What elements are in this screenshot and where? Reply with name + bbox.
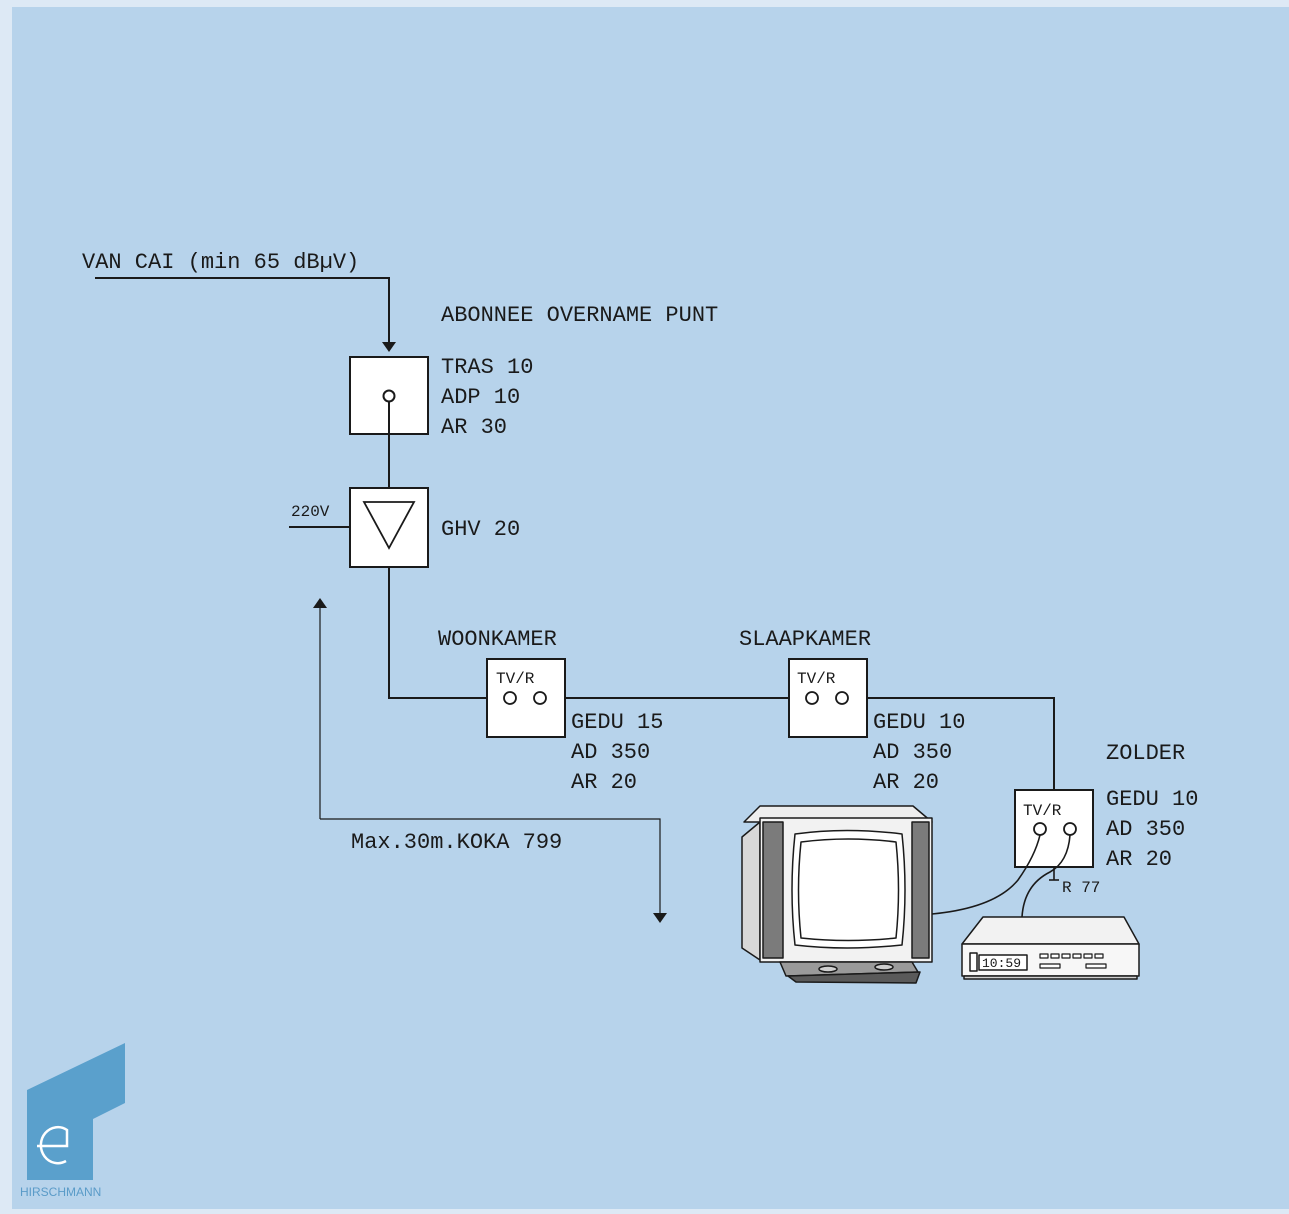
outlet-1-spec-3: AR 20 xyxy=(571,770,637,795)
supply-label: 220V xyxy=(291,503,330,521)
diagram-background xyxy=(12,7,1289,1209)
television-icon xyxy=(741,805,933,984)
outlet-2-room: SLAAPKAMER xyxy=(739,627,871,652)
handover-title: ABONNEE OVERNAME PUNT xyxy=(441,303,718,328)
outlet-3-spec-2: AD 350 xyxy=(1106,817,1185,842)
outlet-1-box xyxy=(486,658,566,738)
outlet-1-room: WOONKAMER xyxy=(438,627,557,652)
outlet-1-spec-2: AD 350 xyxy=(571,740,650,765)
outlet-2-badge: TV/R xyxy=(797,670,836,688)
source-label: VAN CAI (min 65 dBµV) xyxy=(82,250,359,275)
outlet-1-spec-1: GEDU 15 xyxy=(571,710,663,735)
handover-spec-1: TRAS 10 xyxy=(441,355,533,380)
outlet-3-spec-3: AR 20 xyxy=(1106,847,1172,872)
outlet-2-spec-1: GEDU 10 xyxy=(873,710,965,735)
tv-socket-icon xyxy=(805,691,819,705)
vcr-icon xyxy=(961,916,1140,980)
outlet-1-badge: TV/R xyxy=(496,670,535,688)
outlet-2-spec-3: AR 20 xyxy=(873,770,939,795)
cable-length-dimension xyxy=(313,598,667,923)
logo-brand-text: HIRSCHMANN xyxy=(20,1185,101,1199)
outlet-3-box xyxy=(1014,789,1094,868)
amplifier-box xyxy=(349,487,429,568)
radio-socket-icon xyxy=(533,691,547,705)
amplifier-triangle-icon xyxy=(362,501,416,550)
outlet-2-box xyxy=(788,658,868,738)
handover-spec-3: AR 30 xyxy=(441,415,507,440)
outlet-3-spec-1: GEDU 10 xyxy=(1106,787,1198,812)
handover-spec-2: ADP 10 xyxy=(441,385,520,410)
vcr-clock-display: 10:59 xyxy=(982,956,1021,971)
radio-socket-icon xyxy=(835,691,849,705)
feed-line xyxy=(95,277,396,352)
cable-length-label: Max.30m.KOKA 799 xyxy=(351,830,562,855)
tv-socket-icon xyxy=(503,691,517,705)
outlet-3-badge: TV/R xyxy=(1023,802,1062,820)
amplifier-label: GHV 20 xyxy=(441,517,520,542)
trunk-cable xyxy=(289,402,1055,790)
connection-leads xyxy=(931,834,1071,918)
terminator-label: R 77 xyxy=(1062,879,1100,897)
outlet-3-room: ZOLDER xyxy=(1106,741,1185,766)
hirschmann-logo xyxy=(27,1043,125,1180)
outlet-2-spec-2: AD 350 xyxy=(873,740,952,765)
coax-socket-icon xyxy=(382,389,396,403)
